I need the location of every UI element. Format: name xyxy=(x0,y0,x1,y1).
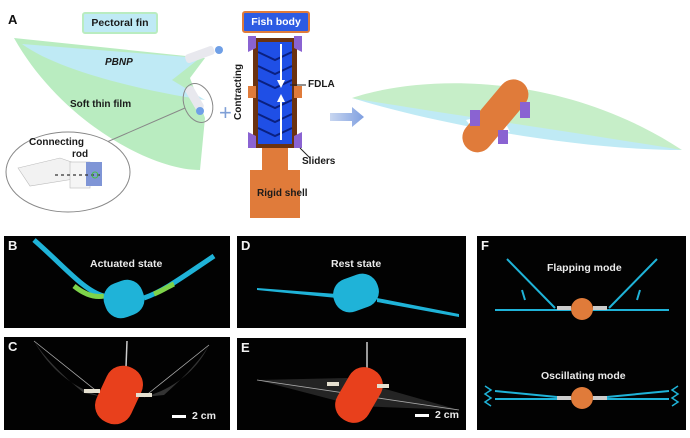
panel-e: E 2 cm xyxy=(237,338,466,430)
body-circle-oscillating xyxy=(571,387,593,409)
fish-body-assembly xyxy=(248,36,311,218)
panel-c: C 2 cm xyxy=(4,337,230,430)
slider-icon xyxy=(248,36,302,148)
pbnp-shape xyxy=(22,44,205,100)
panel-letter-d: D xyxy=(241,238,251,253)
plus-sign-label: + xyxy=(219,100,232,125)
body-circle-flapping xyxy=(571,298,593,320)
panel-letter-b: B xyxy=(8,238,18,253)
fdla-bellows-icon xyxy=(257,42,293,144)
panel-f: F Flapping mode Oscillating mode xyxy=(477,236,686,430)
panel-d: D Rest state xyxy=(237,236,466,328)
connecting-rod-label-line1: Connecting xyxy=(29,137,84,148)
flap-arrow-left-icon xyxy=(521,289,526,301)
contracting-label: Contracting xyxy=(233,63,244,120)
panel-letter-e: E xyxy=(241,340,250,355)
wave-right-icon xyxy=(670,385,680,407)
fdla-label: FDLA xyxy=(308,79,335,90)
panel-b: B Actuated state xyxy=(4,236,230,328)
pectoral-fin-tag: Pectoral fin xyxy=(82,12,158,34)
connecting-rod-detail-icon xyxy=(17,157,102,189)
panel-letter-f: F xyxy=(481,238,489,253)
oscillating-mode-title: Oscillating mode xyxy=(541,370,626,382)
pbnp-label: PBNP xyxy=(105,57,133,68)
rest-state-title: Rest state xyxy=(331,258,382,270)
wave-left-icon xyxy=(483,385,493,407)
motion-modes-diagram xyxy=(483,258,680,409)
rest-state-render xyxy=(257,273,459,317)
sliders-label: Sliders xyxy=(302,156,336,167)
transition-arrow-icon xyxy=(330,107,364,127)
actuated-state-render xyxy=(32,238,216,319)
flap-arrow-right-icon xyxy=(636,289,641,301)
upper-rod-icon xyxy=(185,46,223,64)
fish-body-tag: Fish body xyxy=(242,11,310,33)
panel-letter-a: A xyxy=(8,12,18,27)
scale-bar-e: 2 cm xyxy=(435,409,459,421)
robot-actuated-photo xyxy=(33,340,210,425)
rigid-shell-shape xyxy=(262,148,288,172)
lower-rod-icon xyxy=(185,85,204,115)
panel-letter-c: C xyxy=(8,339,18,354)
assembled-fish-icon xyxy=(352,79,682,153)
zoom-connector-line xyxy=(99,107,186,146)
scale-bar-c: 2 cm xyxy=(192,410,216,422)
robot-rest-photo xyxy=(256,342,460,423)
soft-thin-film-label: Soft thin film xyxy=(70,99,132,110)
flapping-mode-title: Flapping mode xyxy=(547,262,622,274)
panel-a-artwork xyxy=(5,36,682,218)
connecting-rod-label-line2: rod xyxy=(72,149,89,160)
rigid-shell-label: Rigid shell xyxy=(257,188,308,199)
actuated-state-title: Actuated state xyxy=(90,258,163,270)
